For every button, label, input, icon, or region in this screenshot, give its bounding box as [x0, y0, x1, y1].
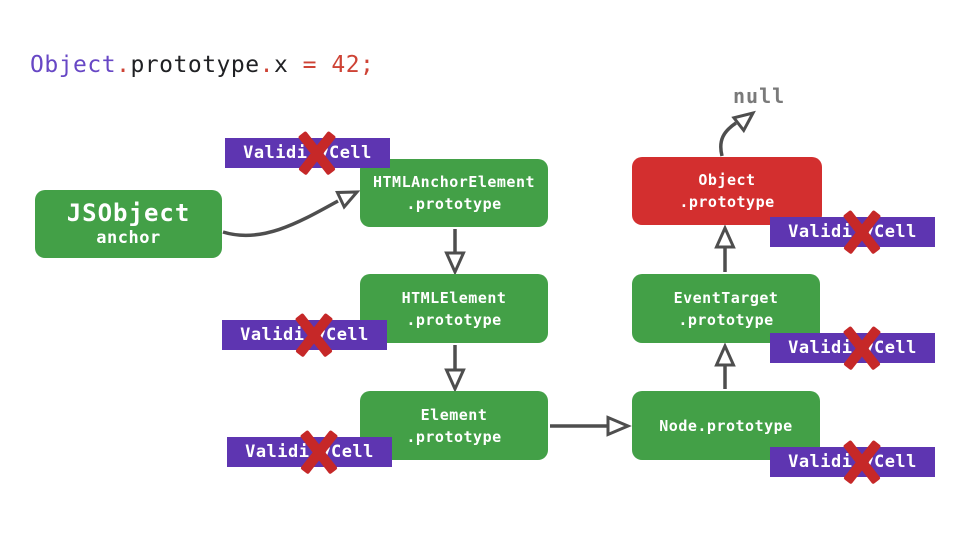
badge-label: ValidityCell [243, 143, 372, 163]
code-token-prototype: prototype [130, 52, 260, 78]
code-token-object: Object [30, 52, 117, 78]
node-line2: .prototype [406, 310, 502, 329]
code-token-equals: = [288, 52, 332, 78]
code-snippet: Object.prototype.x = 42; [30, 52, 374, 78]
code-token-42: 42 [331, 52, 361, 78]
node-htmlanchorelement-prototype: HTMLAnchorElement .prototype [360, 159, 548, 227]
node-line1: Node.prototype [659, 416, 793, 435]
arrow-htmlelement-to-element [444, 345, 466, 393]
arrow-node-to-eventtarget [714, 342, 736, 389]
arrow-htmlanchor-to-htmlelement [444, 229, 466, 276]
code-token-dot: . [116, 52, 131, 78]
node-eventtarget-prototype: EventTarget .prototype [632, 274, 820, 343]
node-line1: Object [698, 171, 756, 189]
code-token-x: x [273, 52, 289, 78]
arrow-jsobject-to-htmlanchor [222, 190, 361, 238]
node-line1: HTMLElement [401, 288, 507, 307]
node-line2: .prototype [406, 195, 502, 213]
arrow-objectprototype-to-null [719, 110, 756, 157]
node-subtitle: anchor [96, 228, 161, 248]
validity-cell-badge: ValidityCell [222, 312, 387, 358]
badge-label: ValidityCell [788, 222, 917, 242]
null-label: null [733, 84, 786, 108]
node-jsobject: JSObject anchor [35, 190, 222, 258]
badge-label: ValidityCell [788, 338, 917, 358]
badge-label: ValidityCell [788, 452, 917, 472]
node-line1: EventTarget [673, 288, 779, 307]
badge-label: ValidityCell [245, 442, 374, 462]
validity-cell-badge: ValidityCell [227, 429, 392, 475]
validity-cell-badge: ValidityCell [770, 209, 935, 255]
validity-cell-badge: ValidityCell [770, 325, 935, 371]
node-line2: .prototype [406, 427, 502, 446]
arrow-eventtarget-to-objectprototype [714, 224, 736, 272]
node-line2: .prototype [678, 310, 774, 329]
node-line1: Element [420, 405, 488, 424]
node-line2: .prototype [679, 193, 775, 211]
node-htmlelement-prototype: HTMLElement .prototype [360, 274, 548, 343]
validity-cell-badge: ValidityCell [225, 130, 390, 176]
arrow-element-to-node [550, 415, 632, 437]
code-token-dot: . [259, 52, 274, 78]
node-line1: HTMLAnchorElement [372, 173, 536, 191]
node-title: JSObject [66, 199, 191, 227]
code-token-semicolon: ; [360, 52, 375, 78]
badge-label: ValidityCell [240, 325, 369, 345]
node-object-prototype: Object .prototype [632, 157, 822, 225]
validity-cell-badge: ValidityCell [770, 439, 935, 485]
